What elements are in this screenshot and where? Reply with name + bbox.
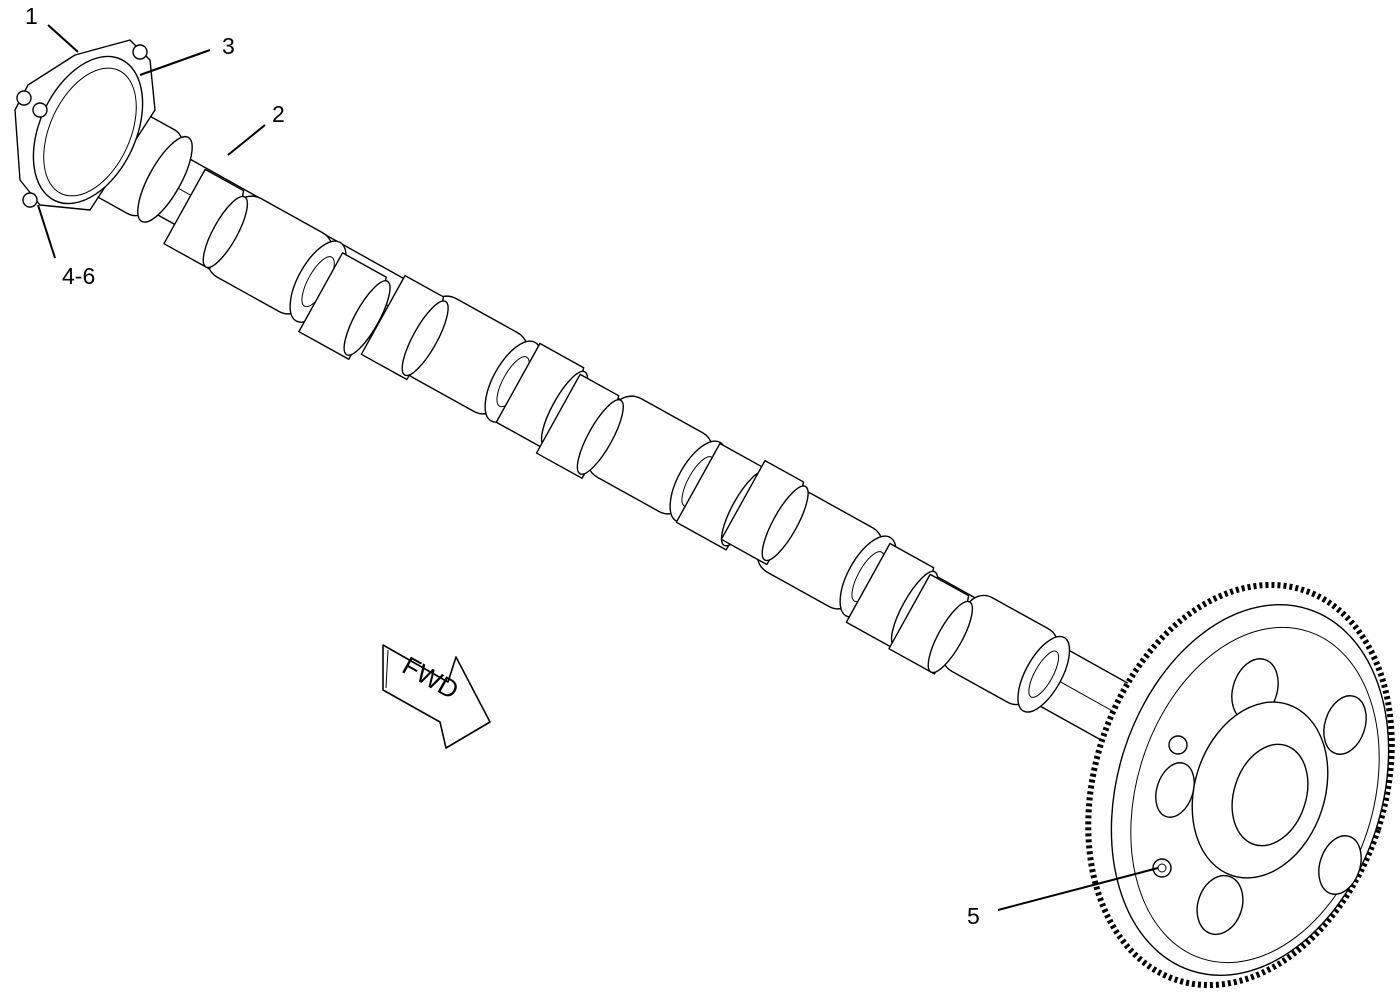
camshaft-gear — [1085, 581, 1395, 989]
camshaft-lobes — [163, 168, 974, 675]
leader-2 — [227, 124, 266, 156]
thrust-plate — [14, 39, 156, 211]
leader-5 — [997, 867, 1159, 911]
callout-1: 1 — [25, 3, 38, 29]
callout-5: 5 — [967, 903, 980, 929]
leader-4-6 — [37, 204, 56, 259]
callout-labels: 1 3 2 4-6 5 — [25, 3, 980, 929]
leader-3 — [139, 49, 211, 76]
callout-2: 2 — [272, 101, 285, 127]
fwd-direction-arrow: FWD — [382, 644, 491, 749]
callout-3: 3 — [222, 33, 235, 59]
leader-lines — [37, 24, 1159, 911]
leader-1 — [47, 24, 79, 53]
camshaft — [85, 108, 1141, 746]
callout-4-6: 4-6 — [62, 263, 95, 289]
plate-bolts — [16, 44, 148, 208]
